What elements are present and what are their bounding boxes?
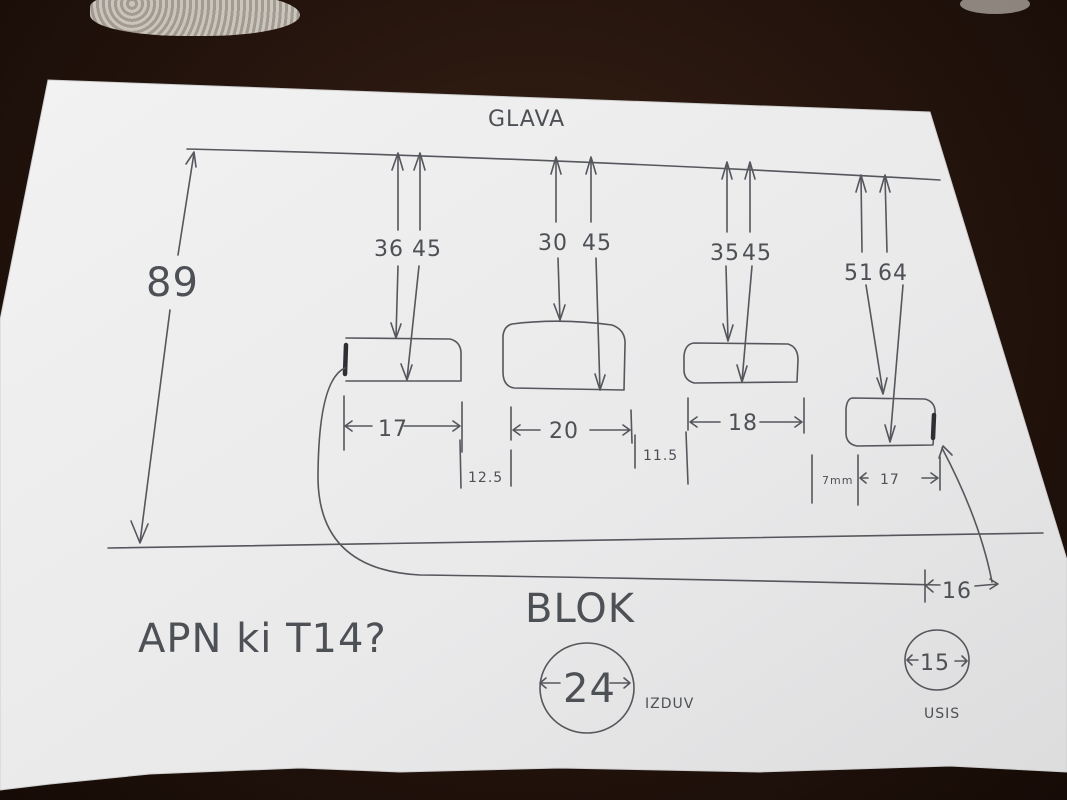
block-3	[683, 342, 799, 384]
width-2: 20	[549, 419, 579, 444]
circle-right-label: USIS	[924, 706, 960, 722]
width-dim-2	[510, 406, 633, 444]
arrow-head-icon	[721, 161, 756, 383]
dim-arrow	[860, 175, 884, 394]
gap-3: 7mm	[822, 474, 853, 487]
curve-line	[317, 367, 941, 586]
width-dim-1	[343, 395, 463, 453]
gap-tick	[459, 439, 512, 489]
header-label: GLAVA	[488, 107, 565, 132]
block-4-edge	[930, 412, 937, 441]
paper-sheet	[0, 79, 1067, 791]
pair-4-left: 51	[844, 261, 874, 286]
gap-2: 11.5	[643, 448, 678, 464]
circle-left-label: IZDUV	[645, 696, 694, 712]
bottom-dim-label: 16	[942, 579, 972, 604]
dim-arrow	[395, 153, 399, 338]
width-dim-4	[857, 454, 941, 506]
fabric-edge	[960, 0, 1030, 14]
arrow-head-icon	[130, 520, 149, 544]
bottom-line	[107, 532, 1044, 549]
lace-fabric	[90, 0, 300, 36]
pair-3-right: 45	[742, 241, 772, 266]
total-height-label: 89	[146, 260, 199, 306]
width-1: 17	[378, 417, 408, 442]
block-1-edge	[342, 342, 349, 377]
height-dimension-line	[139, 152, 195, 543]
top-line	[186, 148, 941, 181]
gap-tick	[634, 431, 689, 485]
block-label: BLOK	[525, 586, 636, 632]
pair-2-right: 45	[582, 231, 612, 256]
circle-left-value: 24	[563, 666, 616, 712]
circle-right	[904, 629, 970, 691]
dim-arrow	[725, 162, 729, 341]
block-2	[502, 320, 626, 391]
circle-left-arrows	[539, 677, 631, 689]
block-1	[345, 337, 462, 382]
curve-line-right	[941, 447, 993, 583]
pair-1-right: 45	[412, 237, 442, 262]
circle-left	[539, 642, 635, 734]
arrow-head-icon	[938, 445, 953, 459]
pair-2-left: 30	[538, 231, 568, 256]
pair-3-left: 35	[710, 241, 740, 266]
dim-arrow	[406, 153, 421, 380]
dim-arrow	[555, 157, 561, 321]
dim-arrow	[741, 162, 753, 382]
question-text: APN ki T14?	[138, 616, 387, 662]
width-dim-3	[687, 397, 805, 434]
circle-right-value: 15	[920, 651, 950, 676]
arrow-head-icon	[550, 156, 606, 391]
pair-1-left: 36	[374, 237, 404, 262]
width-3: 18	[728, 411, 758, 436]
gap-1: 12.5	[468, 470, 503, 486]
circle-right-arrows	[906, 654, 968, 667]
arrow-head-icon	[855, 174, 896, 443]
dim-arrow	[884, 175, 904, 442]
block-4	[845, 397, 936, 447]
arrow-head-icon	[390, 152, 426, 381]
pair-4-right: 64	[878, 261, 908, 286]
width-4: 17	[880, 472, 900, 488]
bottom-dim-16	[924, 569, 999, 603]
arrow-head-icon	[185, 151, 197, 168]
